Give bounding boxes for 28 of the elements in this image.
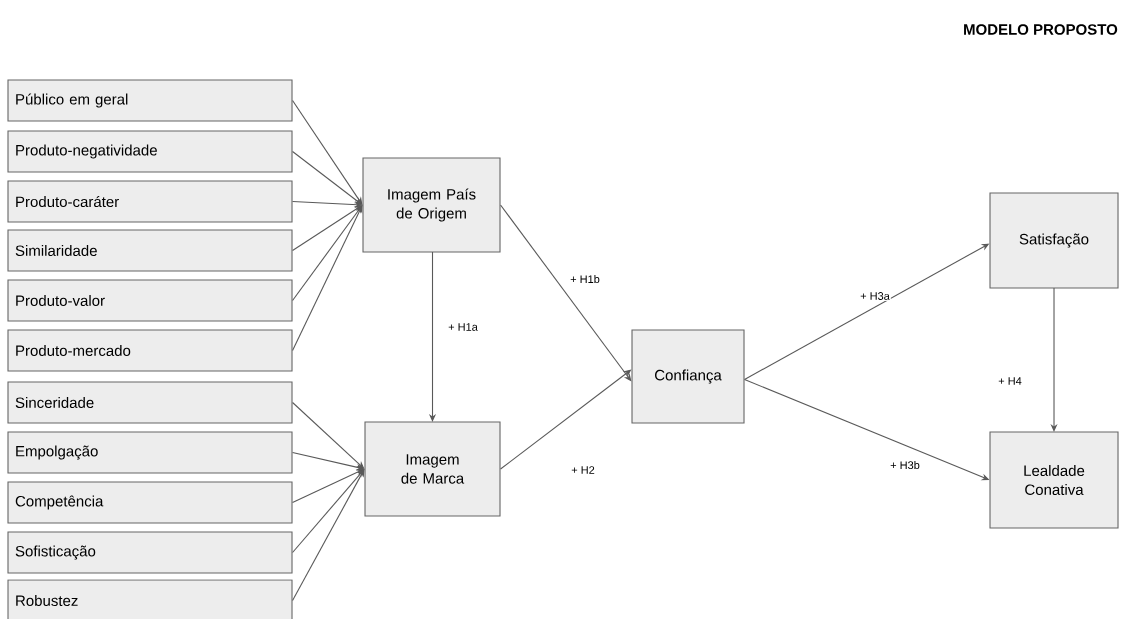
variable-box: Imagem de Marca <box>364 421 501 517</box>
title: MODELO PROPOSTO <box>964 24 1118 35</box>
variable-box: Produto-valor <box>7 279 293 322</box>
variable-box: Público em geral <box>7 79 293 122</box>
variable-box: Produto-negatividade <box>7 130 293 173</box>
arrow <box>292 205 363 302</box>
edge-label: + H2 <box>570 465 596 475</box>
edge-label: + H3a <box>859 291 891 301</box>
variable-box: Confiança <box>631 329 745 424</box>
arrow <box>292 469 365 602</box>
variable-box: Imagem País de Origem <box>362 157 501 253</box>
edge-label: + H3b <box>889 459 921 471</box>
edge-label: + H1a <box>447 322 479 332</box>
variable-box: Lealdade Conativa <box>989 431 1119 529</box>
variable-box: Empolgação <box>7 431 293 474</box>
variable-box: Similaridade <box>7 229 293 272</box>
edge-label: + H4 <box>997 376 1023 386</box>
variable-box: Sofisticação <box>7 531 293 574</box>
variable-box: Produto-caráter <box>7 180 293 223</box>
variable-box: Sinceridade <box>7 381 293 424</box>
variable-box: Satisfação <box>989 192 1119 289</box>
arrow <box>292 99 363 205</box>
edge-label: + H1b <box>569 273 601 285</box>
variable-box: Competência <box>7 481 293 524</box>
arrow <box>292 469 365 554</box>
variable-box: Robustez <box>7 579 293 619</box>
arrow <box>292 205 363 352</box>
variable-box: Produto-mercado <box>7 329 293 372</box>
